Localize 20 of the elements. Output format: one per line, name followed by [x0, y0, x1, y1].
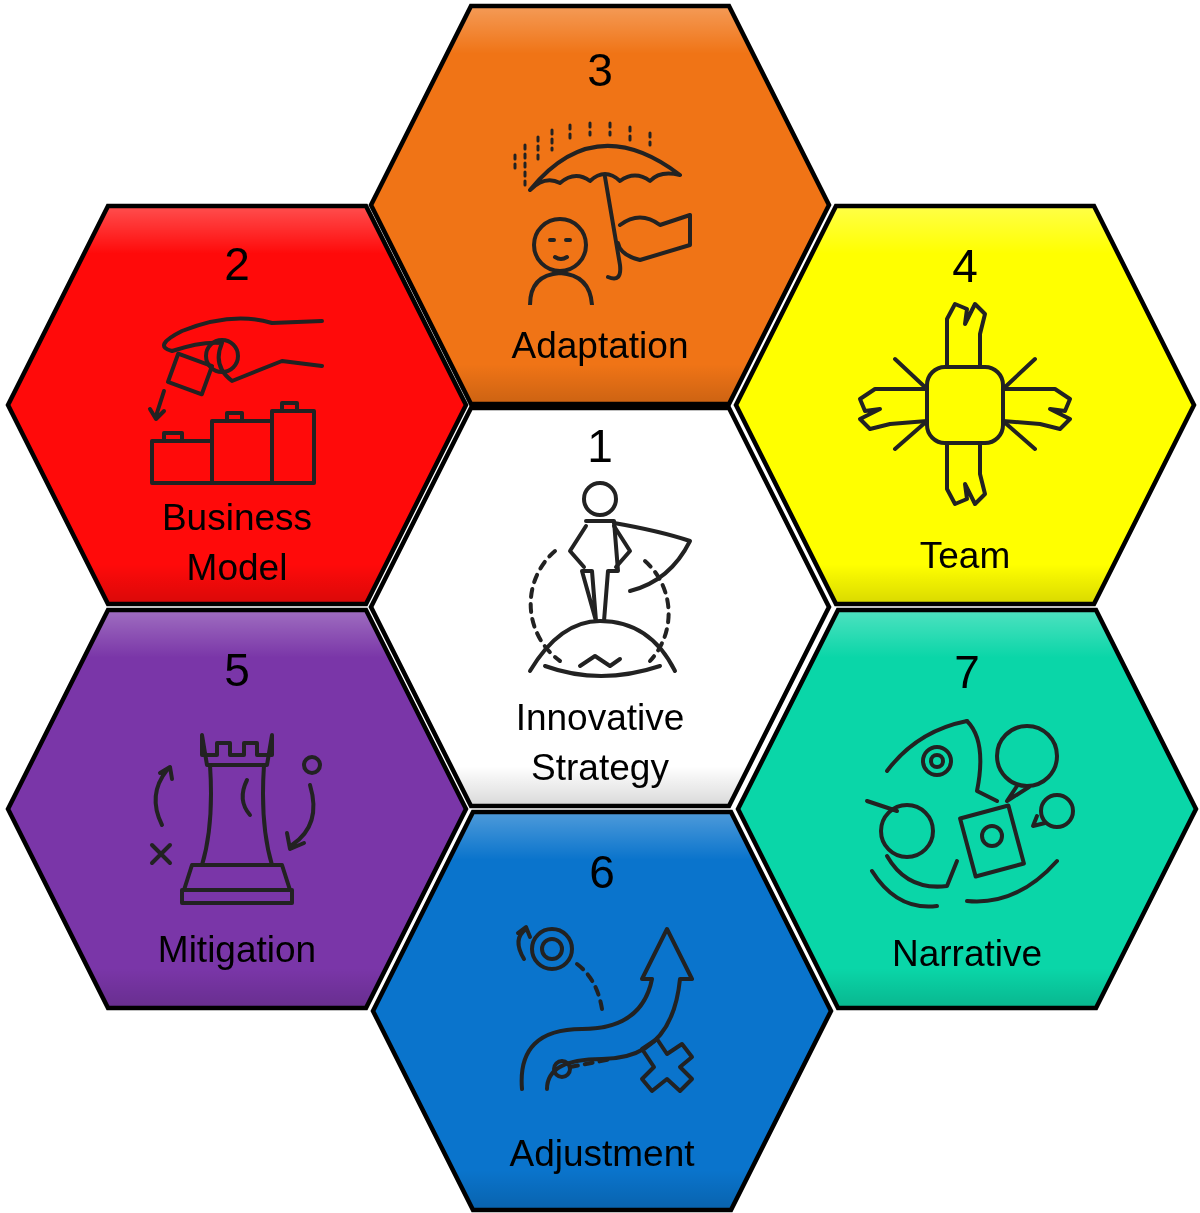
- step-number: 6: [588, 849, 616, 895]
- step-number: 2: [223, 241, 251, 287]
- hexagon-tile: [5, 203, 469, 607]
- hexagon-label: Mitigation: [156, 928, 318, 972]
- hexagon-label: Team: [918, 534, 1012, 578]
- hexagon-label: Narrative: [890, 932, 1044, 976]
- step-number: 1: [586, 423, 614, 469]
- step-number: 3: [586, 47, 614, 93]
- hexagon-tile: [370, 809, 834, 1213]
- hexagon-tile: [735, 607, 1199, 1011]
- hexagon-label: Business Model: [160, 496, 314, 590]
- hexagon-tile: [733, 203, 1197, 607]
- step-number: 5: [223, 647, 251, 693]
- hexagon-tile: [5, 607, 469, 1011]
- step-number: 7: [953, 649, 981, 695]
- hexagon-label: Innovative Strategy: [514, 696, 686, 790]
- hexagon-label: Adjustment: [508, 1132, 696, 1176]
- hexagon-tile: [368, 3, 832, 407]
- hexagon-label: Adaptation: [510, 324, 690, 368]
- step-number: 4: [951, 243, 979, 289]
